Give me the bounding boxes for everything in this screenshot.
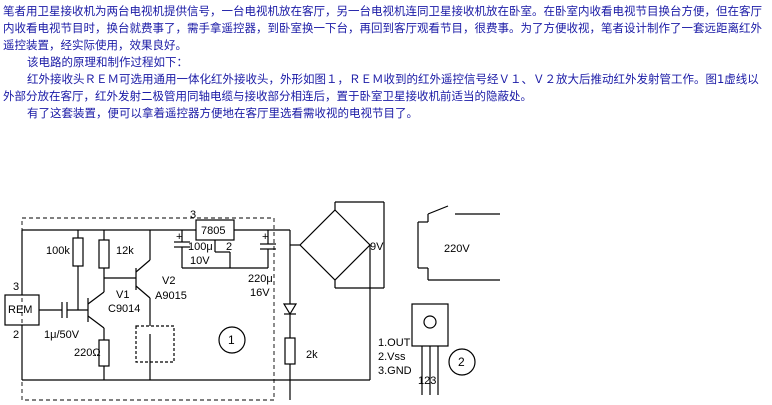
- rem-pin-bottom: 2: [13, 329, 19, 341]
- v1-part: C9014: [108, 303, 140, 315]
- pin-numbers: 123: [418, 375, 436, 387]
- paragraph-3: 红外接收头ＲＥＭ可选用通用一体化红外接收头，外形如图１，ＲＥＭ收到的红外遥控信号…: [3, 72, 759, 103]
- v2-label: V2: [162, 275, 175, 287]
- reg-pin-gnd: 2: [226, 241, 232, 253]
- reg-label: 7805: [201, 225, 225, 237]
- figure-2-number: 2: [458, 355, 465, 369]
- paragraph-1: 笔者用卫星接收机为两台电视机提供信号，一台电视机放在客厅，另一台电视机连同卫星接…: [3, 4, 762, 52]
- r4-label: 2k: [306, 349, 318, 361]
- paragraph-4: 有了这套装置，便可以拿着遥控器方便地在客厅里选看需收视的电视节目了。: [27, 106, 418, 120]
- circuit-schematic: 3 REM 2 100k 12k 1μ/50V 220Ω V1 C9014 V2…: [4, 201, 500, 401]
- plus-sign-2: +: [262, 231, 268, 243]
- ac-9v-label: 9V: [370, 241, 384, 253]
- figure-1-number: 1: [228, 333, 235, 347]
- plus-sign-1: +: [176, 231, 182, 243]
- pin-gnd-label: 3.GND: [378, 365, 412, 377]
- c1-label: 1μ/50V: [44, 329, 80, 341]
- reg-pin-in: 3: [190, 209, 196, 221]
- r3-label: 220Ω: [74, 347, 101, 359]
- article-text: 笔者用卫星接收机为两台电视机提供信号，一台电视机放在客厅，另一台电视机连同卫星接…: [3, 3, 769, 122]
- v1-label: V1: [116, 289, 129, 301]
- c2-value: 100μ: [188, 241, 213, 253]
- c3-value: 220μ: [248, 273, 273, 285]
- r1-label: 100k: [46, 245, 70, 257]
- v2-part: A9015: [155, 290, 187, 302]
- mains-220v-label: 220V: [444, 243, 470, 255]
- c3-voltage: 16V: [250, 287, 270, 299]
- pin-out-label: 1.OUT: [378, 337, 411, 349]
- c2-voltage: 10V: [190, 255, 210, 267]
- r2-label: 12k: [116, 245, 134, 257]
- pin-vss-label: 2.Vss: [378, 351, 406, 363]
- paragraph-2: 该电路的原理和制作过程如下：: [27, 55, 188, 69]
- rem-pin-top: 3: [13, 281, 19, 293]
- rem-label: REM: [8, 304, 32, 316]
